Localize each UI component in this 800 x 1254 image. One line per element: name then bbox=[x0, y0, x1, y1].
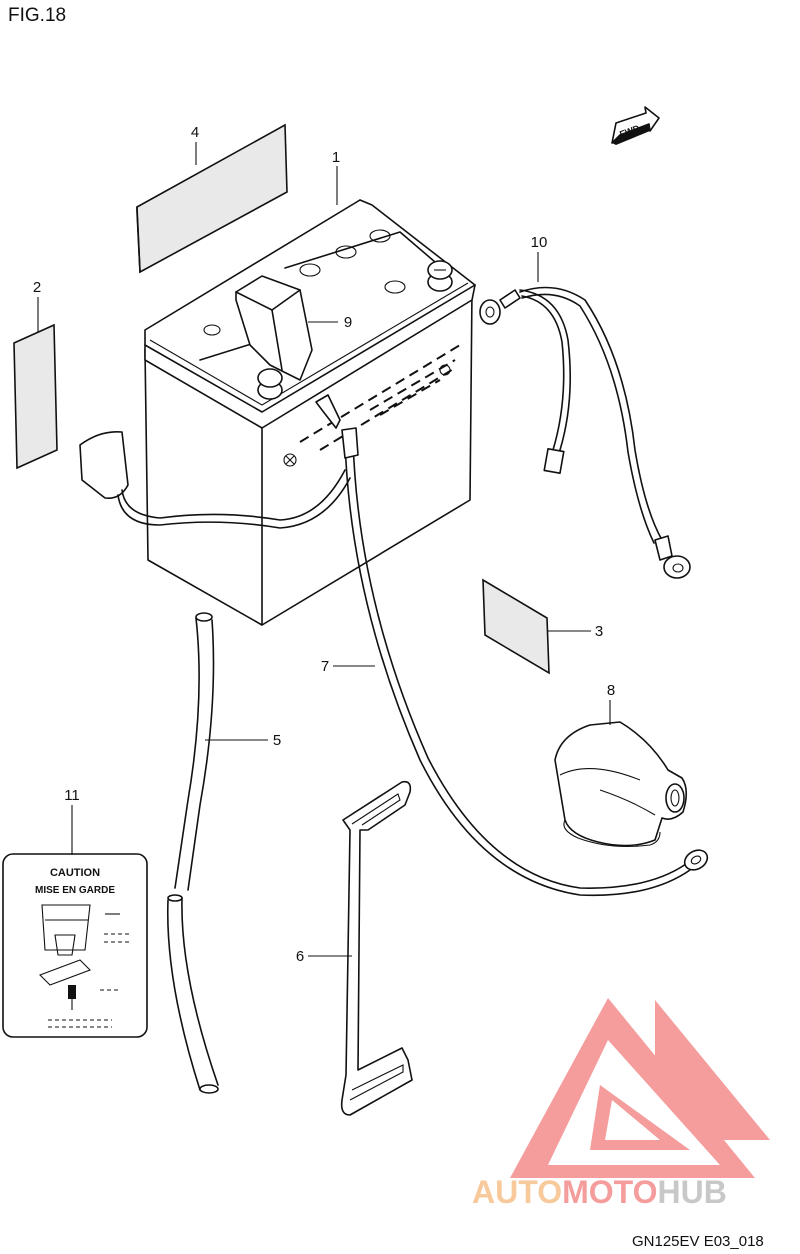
mise-en-garde-text: MISE EN GARDE bbox=[35, 885, 115, 896]
part-5-hose bbox=[166, 612, 219, 1094]
fwd-arrow-icon: FWD bbox=[611, 106, 660, 145]
figure-title: FIG.18 bbox=[8, 5, 66, 26]
callout-9: 9 bbox=[344, 314, 352, 331]
part-8-terminal-cover bbox=[554, 721, 688, 847]
logo-moto: MOTO bbox=[562, 1174, 657, 1210]
negative-terminal bbox=[257, 368, 283, 400]
callout-3: 3 bbox=[595, 623, 603, 640]
logo-auto: AUTO bbox=[472, 1174, 562, 1210]
automotohub-logo: AUTOMOTOHUB bbox=[472, 998, 770, 1210]
callout-5: 5 bbox=[273, 732, 281, 749]
part-1-battery bbox=[144, 199, 476, 626]
part-7-negative-cable bbox=[315, 394, 709, 897]
positive-terminal bbox=[427, 260, 453, 292]
part-9-terminal-cover bbox=[235, 275, 313, 381]
logo-hub: HUB bbox=[657, 1174, 726, 1210]
callout-6: 6 bbox=[296, 948, 304, 965]
callout-numbers: 1 2 3 4 5 6 7 8 9 10 11 bbox=[33, 124, 615, 965]
callout-2: 2 bbox=[33, 279, 41, 296]
svg-text:AUTOMOTOHUB: AUTOMOTOHUB bbox=[472, 1174, 727, 1210]
part-11-caution-label: CAUTION MISE EN GARDE bbox=[2, 853, 148, 1038]
caution-pictogram bbox=[39, 904, 132, 1028]
callout-10: 10 bbox=[531, 234, 548, 251]
part-4-label-plate bbox=[136, 123, 288, 274]
part-2-label bbox=[13, 323, 58, 470]
callout-11: 11 bbox=[64, 787, 80, 804]
part-6-battery-strap bbox=[340, 780, 413, 1116]
callout-1: 1 bbox=[332, 149, 340, 166]
part-3-sheet bbox=[482, 578, 550, 675]
callout-4: 4 bbox=[191, 124, 199, 141]
part-10-positive-cable bbox=[479, 286, 691, 579]
figure-code: GN125EV E03_018 bbox=[632, 1233, 764, 1250]
callout-8: 8 bbox=[607, 682, 615, 699]
breather-cap bbox=[79, 430, 351, 529]
leader-lines bbox=[37, 142, 611, 957]
callout-7: 7 bbox=[321, 658, 329, 675]
caution-text: CAUTION bbox=[50, 867, 100, 879]
